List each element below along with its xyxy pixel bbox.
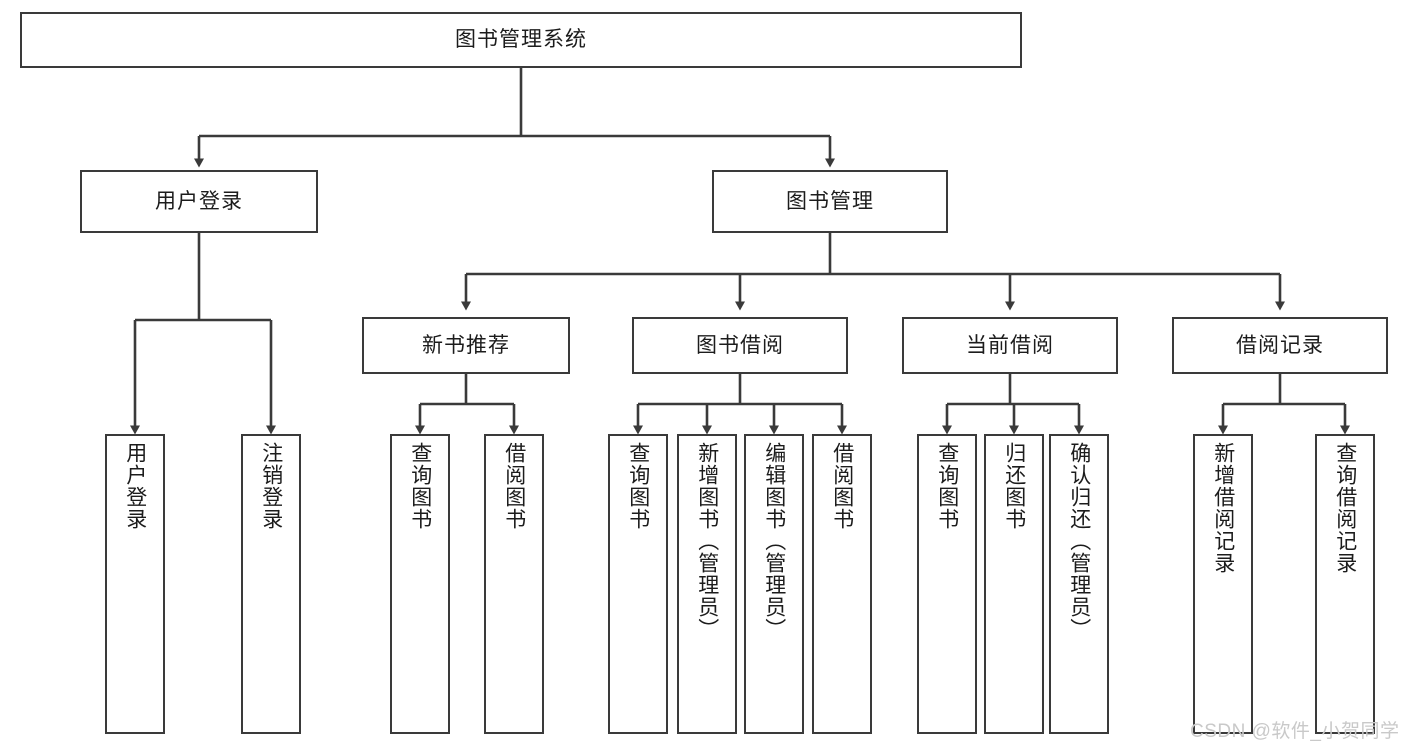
node-root-label: 图书管理系统: [455, 28, 587, 52]
leaf-add-book-label: 新增图书（管理员）: [695, 442, 719, 640]
node-new-book-rec-label: 新书推荐: [422, 333, 510, 357]
watermark: CSDN @软件_小贺同学: [1190, 721, 1400, 742]
node-user-login-label: 用户登录: [155, 189, 243, 213]
leaf-return-book-label: 归还图书: [1002, 442, 1026, 530]
leaf-query-record[interactable]: 查询借阅记录: [1315, 434, 1375, 734]
leaf-borrow-book-2-label: 借阅图书: [830, 442, 854, 530]
node-book-borrow-label: 图书借阅: [696, 333, 784, 357]
node-book-borrow[interactable]: 图书借阅: [632, 317, 848, 374]
node-borrow-record-label: 借阅记录: [1236, 333, 1324, 357]
node-borrow-record[interactable]: 借阅记录: [1172, 317, 1388, 374]
leaf-user-login-label: 用户登录: [123, 442, 147, 530]
leaf-return-book[interactable]: 归还图书: [984, 434, 1044, 734]
node-new-book-rec[interactable]: 新书推荐: [362, 317, 570, 374]
node-book-manage-label: 图书管理: [786, 189, 874, 213]
leaf-query-book-2[interactable]: 查询图书: [608, 434, 668, 734]
leaf-logout[interactable]: 注销登录: [241, 434, 301, 734]
leaf-confirm-return-label: 确认归还（管理员）: [1067, 442, 1091, 640]
leaf-borrow-book-2[interactable]: 借阅图书: [812, 434, 872, 734]
leaf-add-book[interactable]: 新增图书（管理员）: [677, 434, 737, 734]
leaf-add-record[interactable]: 新增借阅记录: [1193, 434, 1253, 734]
node-user-login[interactable]: 用户登录: [80, 170, 318, 233]
leaf-borrow-book-1[interactable]: 借阅图书: [484, 434, 544, 734]
node-book-manage[interactable]: 图书管理: [712, 170, 948, 233]
node-current-borrow[interactable]: 当前借阅: [902, 317, 1118, 374]
node-root[interactable]: 图书管理系统: [20, 12, 1022, 68]
leaf-logout-label: 注销登录: [259, 442, 283, 530]
leaf-confirm-return[interactable]: 确认归还（管理员）: [1049, 434, 1109, 734]
leaf-edit-book-label: 编辑图书（管理员）: [762, 442, 786, 640]
leaf-query-book-3-label: 查询图书: [935, 442, 959, 530]
node-current-borrow-label: 当前借阅: [966, 333, 1054, 357]
leaf-edit-book[interactable]: 编辑图书（管理员）: [744, 434, 804, 734]
leaf-query-book-3[interactable]: 查询图书: [917, 434, 977, 734]
leaf-user-login[interactable]: 用户登录: [105, 434, 165, 734]
leaf-query-book-1-label: 查询图书: [408, 442, 432, 530]
leaf-query-record-label: 查询借阅记录: [1333, 442, 1357, 574]
leaf-borrow-book-1-label: 借阅图书: [502, 442, 526, 530]
leaf-query-book-2-label: 查询图书: [626, 442, 650, 530]
leaf-query-book-1[interactable]: 查询图书: [390, 434, 450, 734]
leaf-add-record-label: 新增借阅记录: [1211, 442, 1235, 574]
